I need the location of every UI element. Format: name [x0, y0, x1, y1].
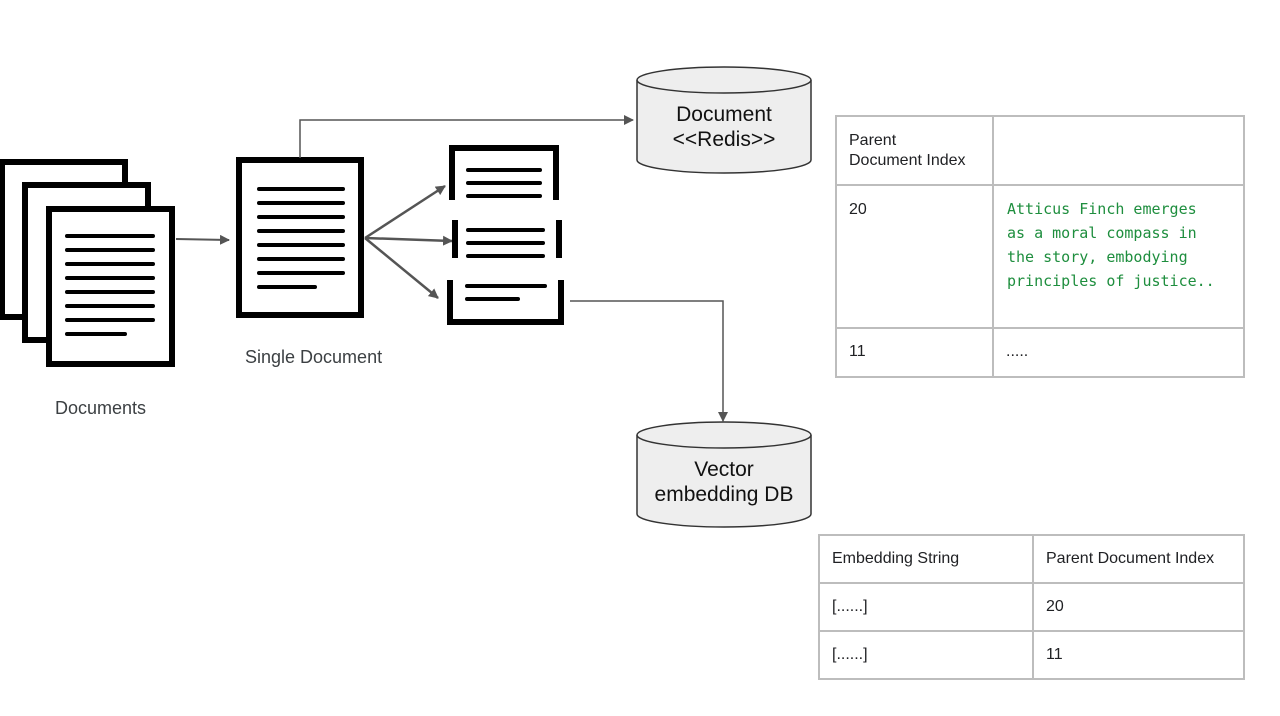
- header-embedding-string: Embedding String: [818, 534, 1034, 584]
- vector-db-title: Vector: [694, 458, 754, 481]
- arrow-docs-to-single: [175, 234, 230, 245]
- parent-text-cell: Atticus Finch emerges as a moral compass…: [992, 184, 1245, 329]
- single-document-icon: [236, 157, 364, 318]
- vector-db-label: Vector embedding DB: [637, 457, 811, 507]
- document-store-subtitle: <<Redis>>: [672, 128, 776, 151]
- header-parent-document-index: Parent Document Index: [835, 115, 994, 186]
- parent-index-cell: 20: [1032, 582, 1245, 632]
- embedding-cell: [......]: [818, 582, 1034, 632]
- embedding-table: Embedding String Parent Document Index […: [818, 534, 1245, 680]
- document-store-cylinder: [636, 66, 812, 174]
- parent-document-table: Parent Document Index 20 Atticus Finch e…: [835, 115, 1245, 378]
- document-store-title: Document: [676, 103, 772, 126]
- table-row: 11 .....: [835, 327, 1245, 378]
- table-header-row: Embedding String Parent Document Index: [818, 534, 1245, 584]
- chunk-icon-2: [452, 220, 562, 258]
- documents-label: Documents: [55, 398, 147, 418]
- table-header-row: Parent Document Index: [835, 115, 1245, 186]
- arrow-chunks-to-vectordb: [570, 300, 728, 422]
- embedding-cell: [......]: [818, 630, 1034, 680]
- parent-index-cell: 20: [835, 184, 994, 329]
- split-arrows: [364, 184, 453, 299]
- vector-db-subtitle: embedding DB: [654, 483, 794, 506]
- vector-db-cylinder: [636, 421, 812, 528]
- documents-stack-icon: [0, 159, 175, 367]
- header-empty: [992, 115, 1245, 186]
- parent-text-cell: .....: [992, 327, 1245, 378]
- document-store-label: Document <<Redis>>: [637, 102, 811, 152]
- parent-index-cell: 11: [1032, 630, 1245, 680]
- parent-index-cell: 11: [835, 327, 994, 378]
- arrow-single-to-docstore: [299, 115, 634, 158]
- header-parent-document-index: Parent Document Index: [1032, 534, 1245, 584]
- table-row: [......] 11: [818, 630, 1245, 680]
- chunk-icon-1: [449, 145, 559, 200]
- single-document-label: Single Document: [245, 347, 383, 367]
- chunk-icon-3: [447, 280, 564, 325]
- table-row: [......] 20: [818, 582, 1245, 632]
- table-row: 20 Atticus Finch emerges as a moral comp…: [835, 184, 1245, 329]
